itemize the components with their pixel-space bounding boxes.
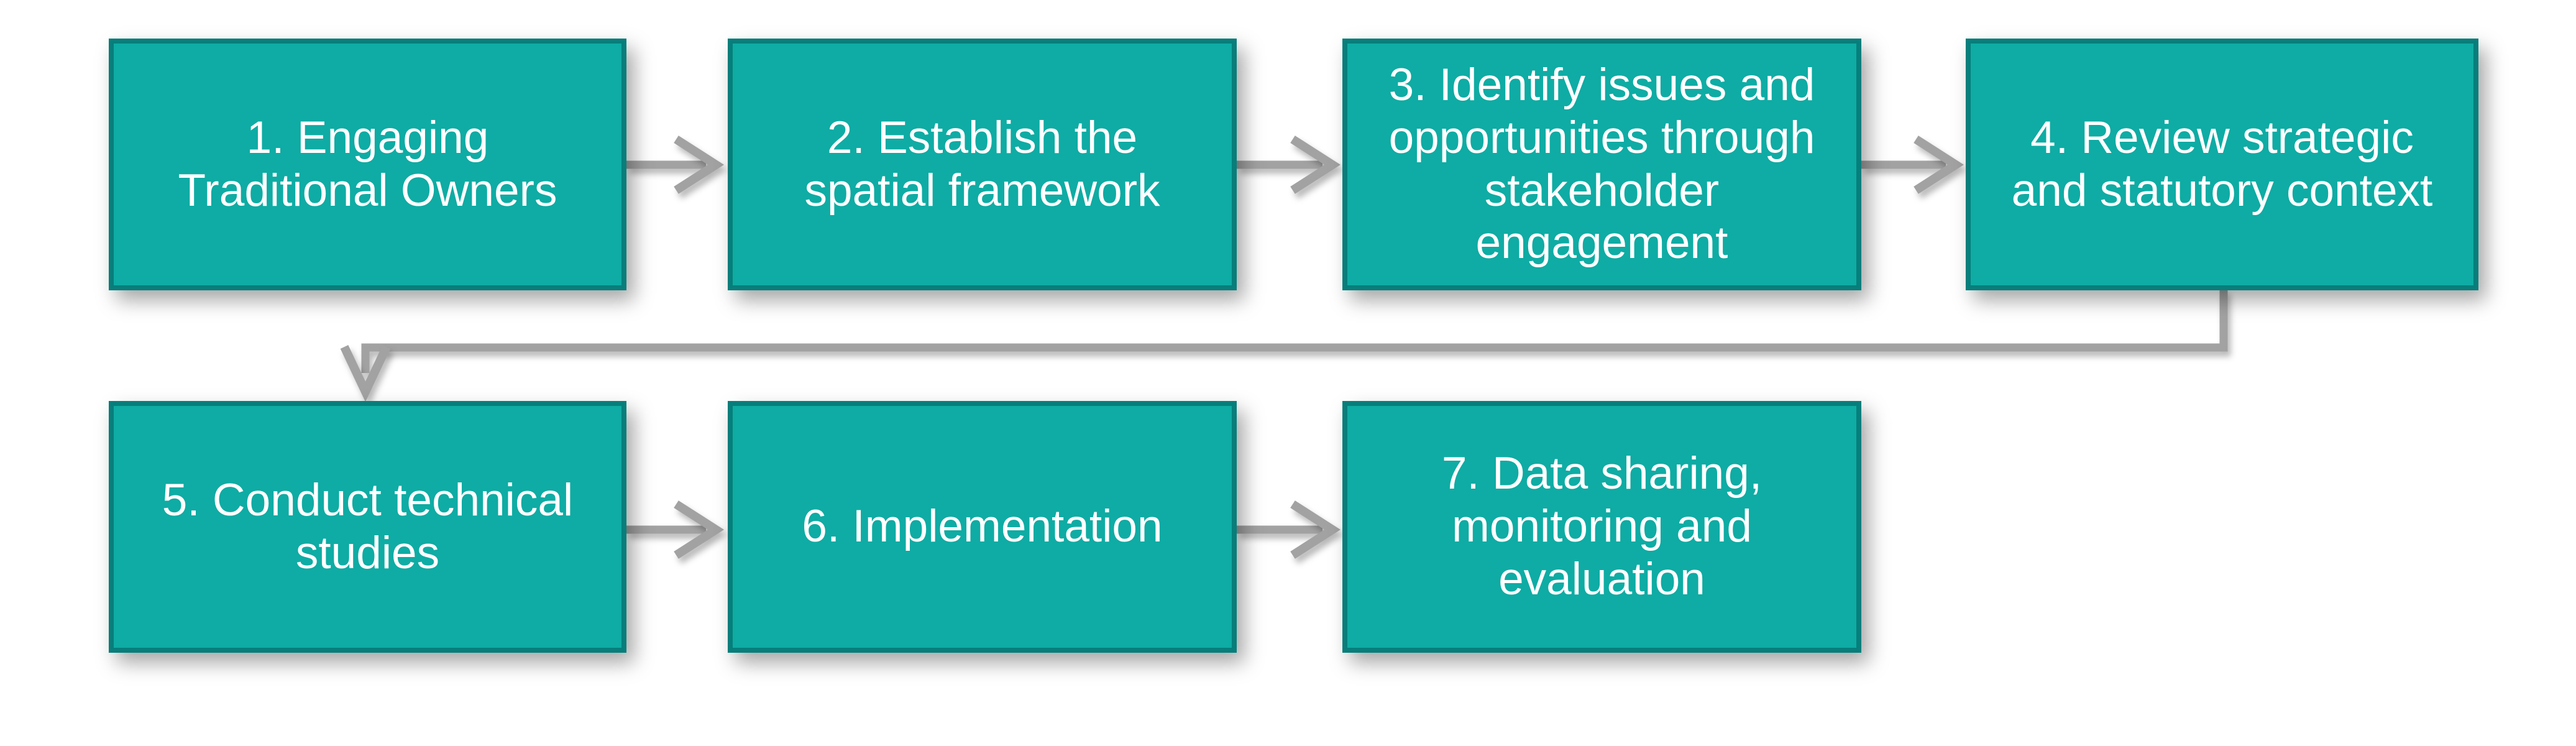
arrow-right-icon-5-to-6	[626, 500, 724, 559]
flow-step-4-label: 4. Review strategic and statutory contex…	[2011, 112, 2433, 216]
flow-step-7-label: 7. Data sharing, monitoring and evaluati…	[1441, 448, 1762, 604]
elbow-arrow-icon-4-to-5	[340, 289, 2228, 402]
arrow-right-icon-2-to-3	[1237, 136, 1341, 194]
flow-step-5-label: 5. Conduct technical studies	[162, 474, 574, 578]
flow-step-2: 2. Establish the spatial framework	[728, 39, 1237, 290]
flow-step-6: 6. Implementation	[728, 401, 1237, 653]
flow-step-4: 4. Review strategic and statutory contex…	[1966, 39, 2478, 290]
flow-step-6-label: 6. Implementation	[802, 501, 1163, 552]
flow-step-3-label: 3. Identify issues and opportunities thr…	[1388, 60, 1815, 269]
flow-step-3: 3. Identify issues and opportunities thr…	[1342, 39, 1861, 290]
arrow-right-icon-3-to-4	[1861, 136, 1964, 194]
flow-step-7: 7. Data sharing, monitoring and evaluati…	[1342, 401, 1861, 653]
arrow-right-icon-1-to-2	[626, 136, 724, 194]
flow-step-5: 5. Conduct technical studies	[109, 401, 626, 653]
flow-step-1: 1. Engaging Traditional Owners	[109, 39, 626, 290]
flow-step-2-label: 2. Establish the spatial framework	[804, 112, 1160, 216]
flow-step-1-label: 1. Engaging Traditional Owners	[178, 112, 557, 216]
arrow-right-icon-6-to-7	[1237, 500, 1341, 559]
